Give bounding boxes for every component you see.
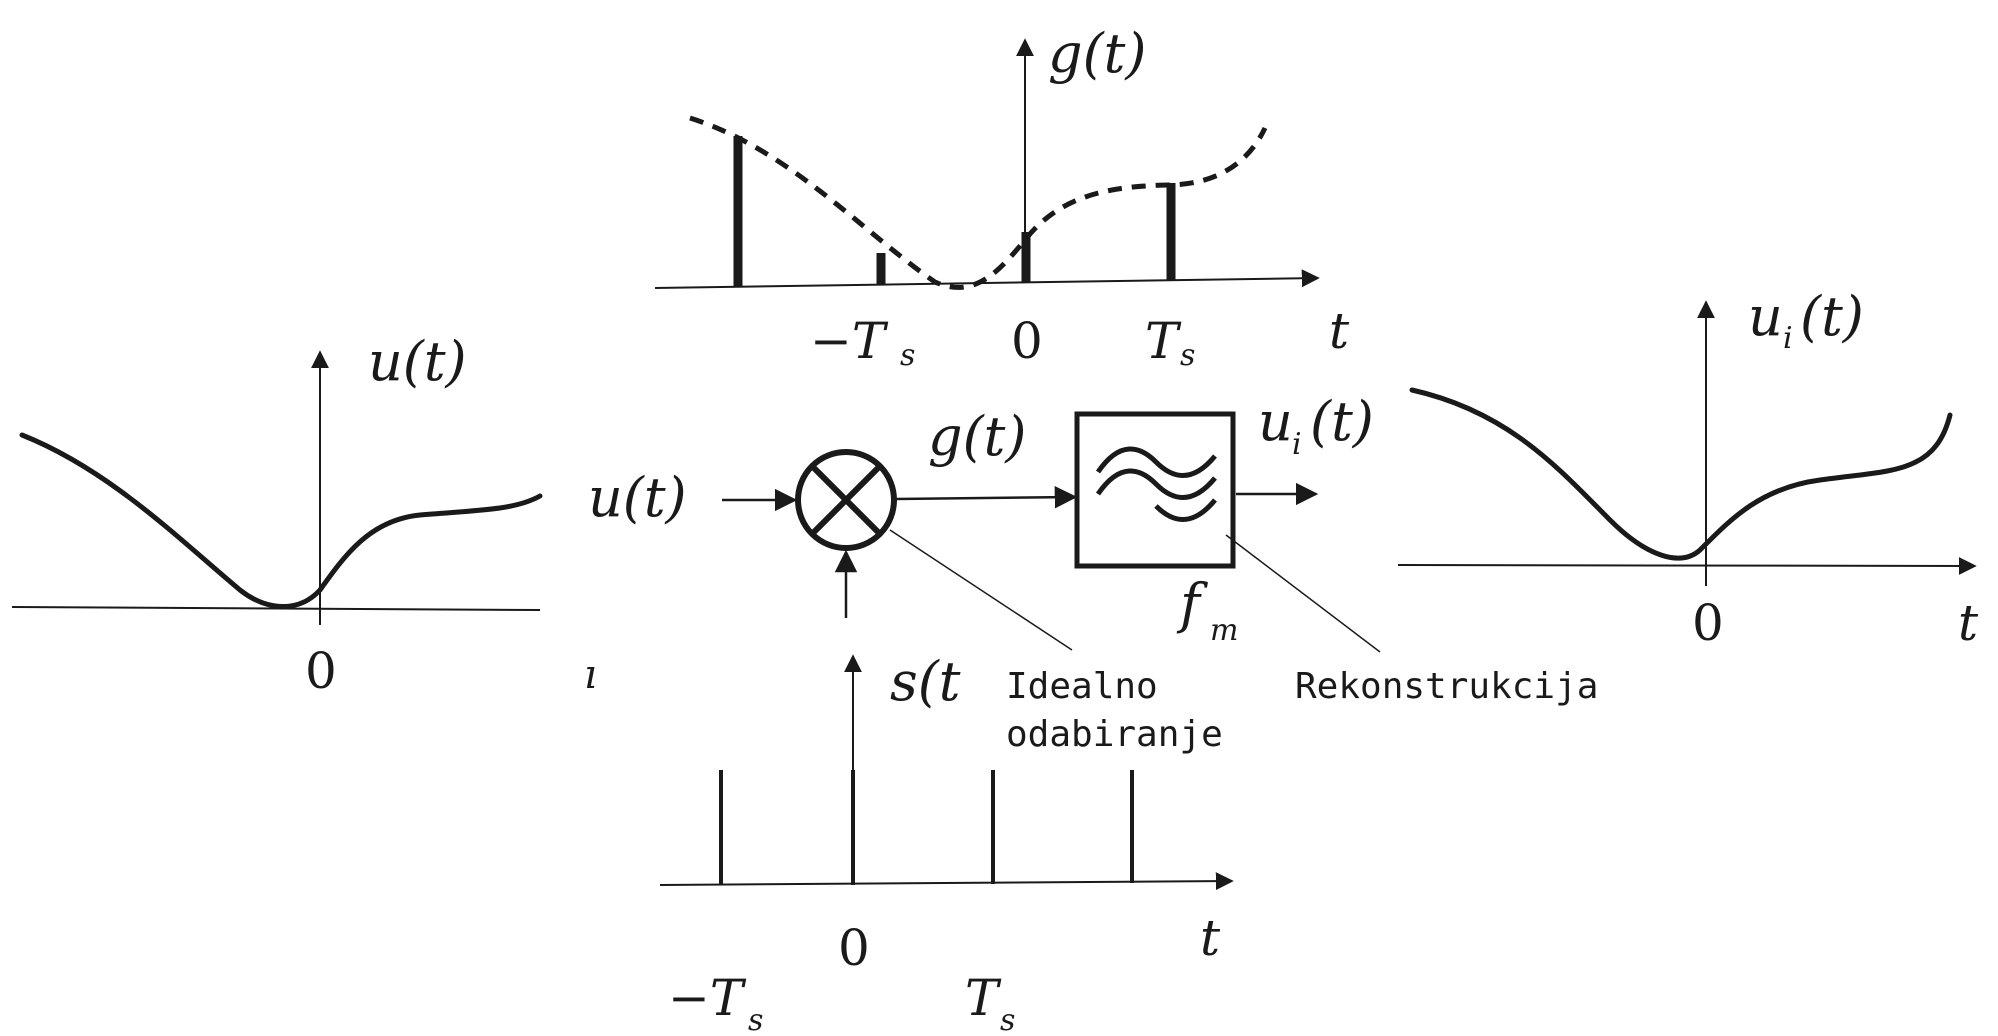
filter-wave-bottom-icon xyxy=(1154,498,1217,522)
s-tick-zero: 0 xyxy=(838,919,870,977)
filter-note: Rekonstrukcija xyxy=(1295,666,1598,707)
filter-wave-mid-icon xyxy=(1095,468,1217,500)
sampler-leader-line xyxy=(889,529,1073,651)
g-tick-neg-ts: −T xyxy=(810,312,889,370)
ui-axis-label: u xyxy=(1748,285,1783,348)
u-signal-curve xyxy=(19,432,543,609)
g-t-label: t xyxy=(1329,302,1350,360)
lowpass-filter-block xyxy=(1074,411,1236,569)
s-t-label: t xyxy=(1200,909,1221,967)
plot-g: g(t) −T s 0 T s t xyxy=(654,22,1350,373)
s-tick-neg-ts-sub: s xyxy=(748,1003,763,1036)
cutoff-frequency-label-sub: m xyxy=(1210,613,1238,648)
ui-signal-curve xyxy=(1409,387,1953,561)
g-tick-neg-ts-sub: s xyxy=(900,338,915,373)
s-time-axis xyxy=(659,872,1234,891)
ui-axis-label-sub: i xyxy=(1783,321,1793,356)
input-signal-label: u(t) xyxy=(588,466,687,529)
multiplier-cross-b xyxy=(809,463,883,537)
plot-u: u(t) 0 xyxy=(11,330,543,700)
g-envelope-curve xyxy=(689,115,1268,290)
s-tick-pos-ts-sub: s xyxy=(1000,1003,1015,1036)
mid-signal-label: g(t) xyxy=(928,405,1026,468)
filter-box xyxy=(1074,411,1236,569)
s-axis-label: s(t xyxy=(890,650,961,713)
block-diagram: u(t) g(t) u i (t) f m Idealno odabiranje… xyxy=(584,390,1598,755)
g-time-axis xyxy=(654,269,1320,289)
stray-glyph: ı xyxy=(584,652,597,698)
cutoff-frequency-label: f xyxy=(1176,572,1208,635)
multiplier-circle xyxy=(795,449,897,551)
u-tick-zero: 0 xyxy=(305,642,337,700)
mid-wire xyxy=(895,485,1078,509)
g-tick-pos-ts: T xyxy=(1145,312,1182,370)
filter-leader-line xyxy=(1225,534,1381,653)
sampler-note-line2: odabiranje xyxy=(1006,714,1223,755)
filter-wave-top-icon xyxy=(1095,446,1217,478)
sampler-note-line1: Idealno xyxy=(1006,666,1158,707)
ui-axis-label-tail: (t) xyxy=(1800,285,1864,348)
s-tick-pos-ts: T xyxy=(965,969,1002,1027)
plot-s: s(t 0 t −T s T s xyxy=(659,650,1234,1036)
output-signal-label-tail: (t) xyxy=(1310,390,1374,453)
plot-ui: u i (t) 0 t xyxy=(1397,285,1979,652)
g-tick-pos-ts-sub: s xyxy=(1180,338,1195,373)
ui-t-label: t xyxy=(1958,594,1979,652)
s-tick-neg-ts: −T xyxy=(668,969,747,1027)
ui-tick-zero: 0 xyxy=(1692,594,1724,652)
output-signal-label-sub: i xyxy=(1292,427,1302,462)
multiplier-symbol xyxy=(795,449,897,551)
output-signal-label: u xyxy=(1258,390,1293,453)
g-axis-label: g(t) xyxy=(1048,22,1146,85)
ui-time-axis xyxy=(1397,556,1977,575)
g-tick-zero: 0 xyxy=(1011,312,1043,370)
u-axis-label: u(t) xyxy=(368,330,467,393)
